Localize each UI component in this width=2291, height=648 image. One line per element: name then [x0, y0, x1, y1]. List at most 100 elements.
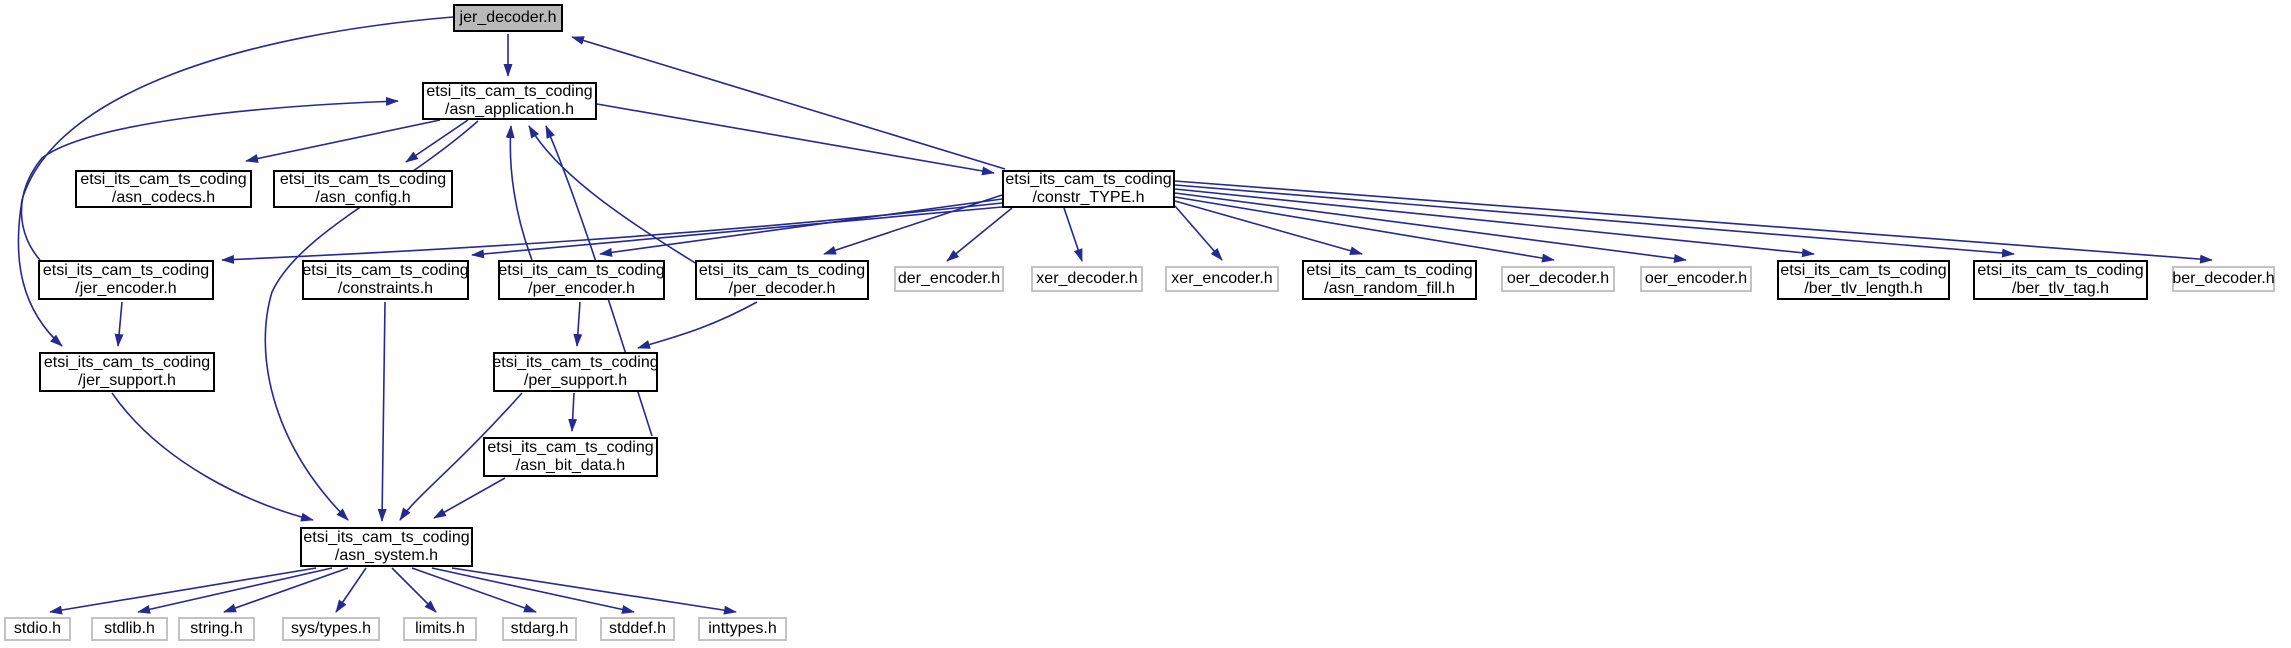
graph-node-stdio[interactable]: stdio.h [4, 617, 71, 641]
graph-node-label: etsi_its_cam_ts_coding [1977, 262, 2144, 279]
graph-node-constr_TYPE[interactable]: etsi_its_cam_ts_coding/constr_TYPE.h [1002, 170, 1175, 208]
edges-group [17, 16, 2213, 615]
graph-node-stdarg[interactable]: stdarg.h [502, 617, 577, 641]
graph-node-label: etsi_its_cam_ts_coding [492, 354, 659, 371]
graph-node-label: /per_encoder.h [528, 280, 635, 297]
graph-node-string[interactable]: string.h [178, 617, 255, 641]
graph-node-limits[interactable]: limits.h [403, 617, 477, 641]
graph-node-label: stdio.h [13, 620, 62, 637]
edge-asn_system-to-stddef [431, 567, 635, 614]
graph-node-label: /asn_application.h [445, 101, 574, 118]
graph-node-jer_decoder[interactable]: jer_decoder.h [453, 4, 563, 32]
edge-asn_system-to-sys_types [335, 567, 367, 613]
graph-node-label: oer_encoder.h [1644, 270, 1748, 287]
graph-node-label: der_encoder.h [897, 270, 1001, 287]
graph-node-label: /asn_config.h [315, 189, 411, 206]
graph-node-ber_decoder[interactable]: ber_decoder.h [2172, 266, 2275, 292]
graph-node-label: stdarg.h [510, 620, 569, 637]
graph-node-sys_types[interactable]: sys/types.h [282, 617, 380, 641]
graph-node-label: etsi_its_cam_ts_coding [1780, 262, 1947, 279]
edge-per_encoder-to-asn_application [505, 125, 533, 261]
edge-asn_system-to-stdlib [137, 567, 333, 614]
graph-node-label: xer_encoder.h [1171, 270, 1273, 287]
graph-node-per_encoder[interactable]: etsi_its_cam_ts_coding/per_encoder.h [498, 260, 665, 300]
graph-node-label: ber_decoder.h [2172, 270, 2275, 287]
graph-node-jer_encoder[interactable]: etsi_its_cam_ts_coding/jer_encoder.h [38, 260, 214, 300]
edge-asn_system-to-inttypes [451, 567, 737, 615]
graph-node-label: oer_decoder.h [1506, 270, 1610, 287]
graph-node-label: /constr_TYPE.h [1032, 189, 1145, 206]
graph-node-label: etsi_its_cam_ts_coding [302, 262, 469, 279]
graph-node-stddef[interactable]: stddef.h [600, 617, 675, 641]
edge-constr_TYPE-to-xer_encoder [1174, 205, 1223, 261]
edge-constr_TYPE-to-jer_decoder [571, 36, 1006, 170]
graph-node-label: /asn_bit_data.h [515, 457, 626, 474]
graph-node-label: /asn_system.h [334, 547, 439, 564]
edge-jer_decoder-to-jer_support [17, 16, 454, 347]
graph-node-inttypes[interactable]: inttypes.h [698, 617, 787, 641]
graph-node-label: etsi_its_cam_ts_coding [80, 171, 247, 188]
graph-node-label: inttypes.h [708, 620, 777, 637]
graph-node-label: etsi_its_cam_ts_coding [1005, 171, 1172, 188]
edge-asn_application-to-constr_TYPE [596, 103, 995, 176]
graph-node-ber_tlv_tag[interactable]: etsi_its_cam_ts_coding/ber_tlv_tag.h [1973, 260, 2148, 300]
graph-node-label: etsi_its_cam_ts_coding [1306, 262, 1473, 279]
graph-node-asn_random_fill[interactable]: etsi_its_cam_ts_coding/asn_random_fill.h [1302, 260, 1477, 300]
graph-node-label: /jer_encoder.h [75, 280, 177, 297]
edge-per_support-to-asn_bit_data [568, 392, 578, 432]
graph-node-constraints[interactable]: etsi_its_cam_ts_coding/constraints.h [302, 260, 469, 300]
graph-node-jer_support[interactable]: etsi_its_cam_ts_coding/jer_support.h [39, 352, 215, 392]
edge-constr_TYPE-to-per_decoder [823, 194, 1003, 255]
graph-node-oer_decoder[interactable]: oer_decoder.h [1501, 266, 1615, 292]
edge-per_encoder-to-per_support [573, 301, 583, 347]
graph-node-label: limits.h [415, 620, 465, 637]
graph-node-label: stddef.h [609, 620, 666, 637]
graph-node-label: /asn_random_fill.h [1324, 280, 1455, 297]
graph-node-label: stdlib.h [104, 620, 155, 637]
graph-node-label: etsi_its_cam_ts_coding [698, 262, 866, 279]
graph-node-asn_bit_data[interactable]: etsi_its_cam_ts_coding/asn_bit_data.h [483, 437, 658, 477]
edge-per_decoder-to-per_support [637, 301, 758, 349]
graph-node-per_decoder[interactable]: etsi_its_cam_ts_coding/per_decoder.h [695, 260, 869, 300]
edge-asn_system-to-stdarg [411, 567, 537, 613]
graph-node-label: xer_decoder.h [1036, 270, 1138, 287]
graph-node-asn_config[interactable]: etsi_its_cam_ts_coding/asn_config.h [273, 170, 453, 208]
edge-per_support-to-asn_system [399, 392, 523, 521]
graph-node-label: etsi_its_cam_ts_coding [303, 529, 470, 546]
graph-node-label: etsi_its_cam_ts_coding [43, 354, 211, 371]
graph-node-xer_decoder[interactable]: xer_decoder.h [1031, 266, 1143, 292]
edge-constr_TYPE-to-constraints [471, 206, 1003, 259]
edge-asn_bit_data-to-asn_system [433, 477, 506, 519]
edge-asn_system-to-string [223, 567, 349, 613]
edge-asn_system-to-limits [391, 567, 437, 613]
graph-node-label: etsi_its_cam_ts_coding [487, 439, 654, 456]
graph-node-label: /ber_tlv_tag.h [2012, 280, 2109, 297]
graph-node-stdlib[interactable]: stdlib.h [91, 617, 168, 641]
graph-node-xer_encoder[interactable]: xer_encoder.h [1165, 266, 1279, 292]
edge-constr_TYPE-to-ber_tlv_length [1174, 188, 1815, 258]
edge-constr_TYPE-to-jer_encoder [221, 202, 1003, 264]
graph-node-asn_system[interactable]: etsi_its_cam_ts_coding/asn_system.h [300, 527, 473, 567]
graph-node-label: jer_decoder.h [459, 9, 557, 26]
edge-constr_TYPE-to-ber_tlv_tag [1174, 184, 2015, 258]
graph-node-per_support[interactable]: etsi_its_cam_ts_coding/per_support.h [492, 352, 659, 392]
edge-constr_TYPE-to-asn_random_fill [1174, 200, 1363, 256]
edge-asn_application-to-asn_codecs [245, 119, 441, 163]
edge-constr_TYPE-to-oer_decoder [1174, 196, 1555, 263]
graph-node-ber_tlv_length[interactable]: etsi_its_cam_ts_coding/ber_tlv_length.h [1777, 260, 1950, 300]
graph-node-label: /per_decoder.h [728, 280, 836, 297]
graph-node-label: /per_support.h [523, 372, 628, 389]
graph-node-label: /asn_codecs.h [111, 189, 216, 206]
graph-node-label: string.h [190, 620, 243, 637]
edge-jer_encoder-to-asn_application [20, 96, 399, 261]
graph-node-label: /constraints.h [337, 280, 434, 297]
graph-node-label: /ber_tlv_length.h [1804, 280, 1923, 297]
graph-node-label: etsi_its_cam_ts_coding [426, 83, 593, 100]
graph-node-label: etsi_its_cam_ts_coding [498, 262, 665, 279]
graph-node-asn_application[interactable]: etsi_its_cam_ts_coding/asn_application.h [422, 82, 597, 120]
graph-node-asn_codecs[interactable]: etsi_its_cam_ts_coding/asn_codecs.h [75, 170, 252, 208]
graph-node-der_encoder[interactable]: der_encoder.h [894, 266, 1004, 292]
graph-node-oer_encoder[interactable]: oer_encoder.h [1640, 266, 1752, 292]
edge-constr_TYPE-to-xer_decoder [1063, 207, 1083, 262]
